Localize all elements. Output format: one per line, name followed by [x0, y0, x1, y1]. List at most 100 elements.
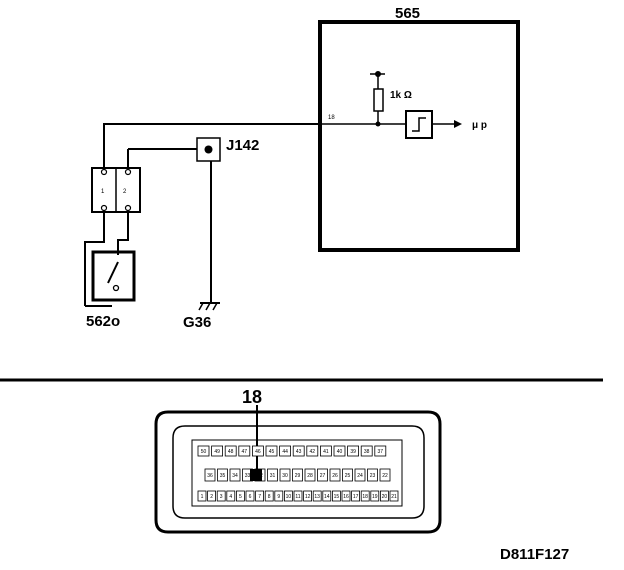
pin-label: 18 — [328, 115, 335, 121]
connector-pin-cell — [342, 468, 353, 482]
connector-pin-2: 2 — [123, 189, 127, 195]
connector-pin-number: 49 — [214, 449, 220, 455]
connector-pin-number: 25 — [345, 473, 351, 479]
connector-pin-cell — [207, 490, 217, 502]
connector-pin-cell — [197, 445, 210, 457]
connector-pin-cell — [204, 468, 216, 482]
junction-dot — [204, 145, 213, 154]
connector-pin-number: 44 — [282, 449, 288, 455]
connector-pin-number: 23 — [370, 473, 376, 479]
pin-field — [191, 439, 403, 507]
connector-pin-cell — [279, 468, 291, 482]
connector-pin-number: 1 — [201, 494, 204, 500]
connector-pin-cell — [354, 468, 366, 482]
connector-pin-cell — [322, 490, 332, 502]
connector-inner — [172, 425, 425, 519]
connector-pin-number: 31 — [270, 473, 276, 479]
connector-pin-number: 9 — [277, 494, 280, 500]
connector-hole — [124, 168, 132, 176]
connector-pin-cell — [267, 468, 278, 482]
connector-pin-number: 28 — [307, 473, 313, 479]
wire-switch-left — [84, 212, 105, 306]
connector-pin-cell — [379, 468, 391, 482]
connector-pin-cell — [351, 490, 361, 502]
resistor-1k — [373, 88, 384, 112]
wire-switch-right — [117, 212, 129, 255]
connector-pin-number: 48 — [228, 449, 234, 455]
connector-pin-number: 3 — [220, 494, 223, 500]
resistor-junction — [375, 121, 381, 127]
connector-pin-cell — [329, 468, 341, 482]
switch-terminal — [112, 284, 120, 292]
connector-pin-cell — [283, 490, 293, 502]
connector-hole — [100, 168, 108, 176]
connector-pin-number: 11 — [295, 494, 300, 500]
resistor-label: 1k Ω — [390, 90, 412, 101]
connector-pin-number: 20 — [382, 494, 388, 500]
connector-pin-cell — [341, 490, 351, 502]
connector-pin-number: 50 — [201, 449, 207, 455]
connector-pin-cell — [224, 445, 237, 457]
connector-pin-cell — [317, 468, 328, 482]
connector-pin-cell — [274, 490, 284, 502]
connector-pin-cell — [293, 490, 303, 502]
connector-pin-number: 40 — [337, 449, 343, 455]
connector-pin-number: 33 — [245, 473, 251, 479]
connector-pin-cell — [333, 445, 346, 457]
switch-contact — [107, 261, 119, 284]
connector-pin-number: 39 — [350, 449, 356, 455]
connector-pin-cell — [374, 445, 387, 457]
connector-pin-cell — [235, 490, 245, 502]
connector-pin-cell — [379, 490, 389, 502]
connector-pin-cell — [251, 445, 264, 457]
connector-pin-cell — [306, 445, 319, 457]
connector-pin-number: 29 — [295, 473, 301, 479]
connector-pin-number: 45 — [269, 449, 275, 455]
connector-pin-number: 17 — [353, 494, 359, 500]
connector-pin-number: 24 — [357, 473, 363, 479]
connector-pin-cell — [319, 445, 332, 457]
output-arrow — [454, 120, 462, 128]
connector-pin-number: 15 — [334, 494, 340, 500]
ground-hatch-1 — [198, 302, 204, 311]
ecu-label: 565 — [395, 5, 420, 22]
connector-pin-number: 2 — [210, 494, 213, 500]
connector-pin-number: 10 — [286, 494, 292, 500]
connector-pin-cell — [292, 468, 303, 482]
connector-pin-cell — [229, 468, 241, 482]
connector-pin-cell — [389, 490, 399, 502]
connector-pin-number: 13 — [314, 494, 320, 500]
ground-hatch-2 — [205, 302, 211, 311]
connector-pin-cell — [360, 490, 370, 502]
connector-pin-1: 1 — [101, 189, 105, 195]
figure-id: D811F127 — [500, 546, 569, 563]
connector-pin-number: 14 — [324, 494, 330, 500]
connector-hole — [124, 204, 132, 212]
connector-pin-cell — [265, 445, 278, 457]
pin-row-2: 363534333231302928272625242322 — [204, 468, 391, 482]
pin-18-highlight — [250, 469, 262, 481]
connector-pin-cell — [304, 468, 316, 482]
connector-pin-cell — [238, 445, 251, 457]
connector-pin-cell — [303, 490, 313, 502]
connector-pin-number: 16 — [343, 494, 349, 500]
connector-pin-cell — [279, 445, 292, 457]
connector-pin-number: 5 — [239, 494, 242, 500]
connector-pin-number: 26 — [332, 473, 338, 479]
connector-pin-number: 36 — [207, 473, 213, 479]
connector-pin-cell — [264, 490, 274, 502]
connector-pin-cell — [255, 490, 265, 502]
connector-pin-cell — [347, 445, 360, 457]
connector-pin-cell — [360, 445, 373, 457]
connector-housing — [154, 410, 442, 534]
connector-pin-number: 37 — [378, 449, 384, 455]
connector-pin-number: 38 — [364, 449, 370, 455]
connector-pin-cell — [216, 490, 226, 502]
connector-pin-cell — [331, 490, 341, 502]
connector-pin-cell — [312, 490, 322, 502]
connector-pin-number: 22 — [382, 473, 388, 479]
connector-pin-number: 6 — [249, 494, 252, 500]
